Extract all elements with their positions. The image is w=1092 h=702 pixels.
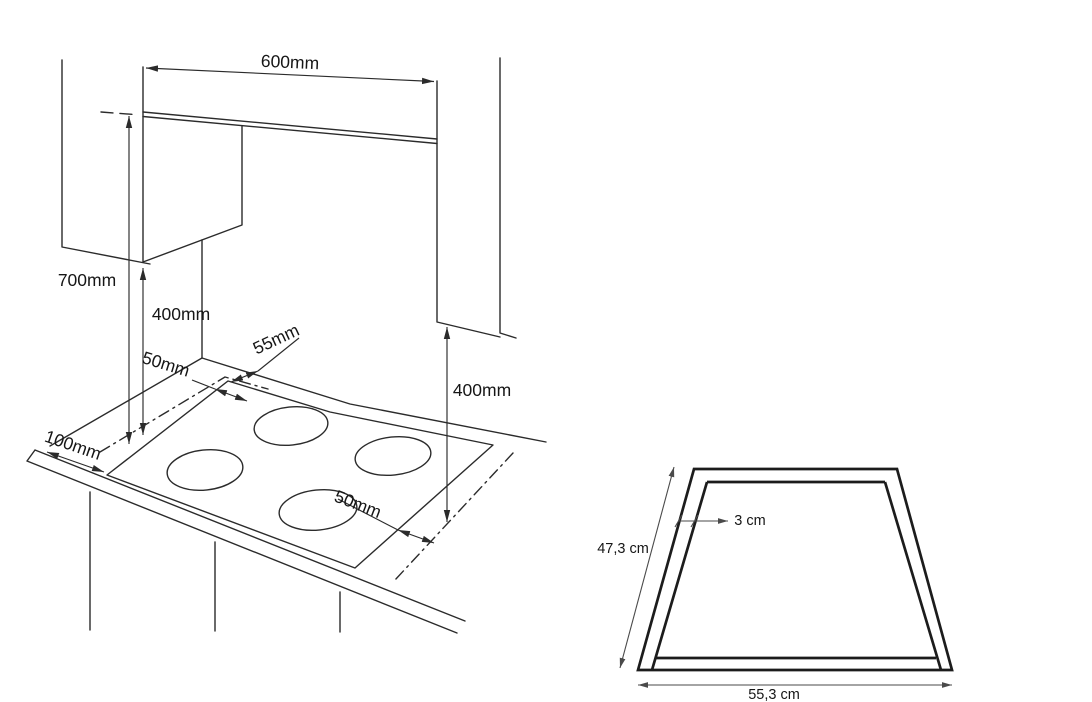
cutout-inner-edge: [650, 480, 943, 671]
right-cabinet: [436, 57, 517, 339]
hob-outline: [106, 380, 494, 569]
dim-label-400mm-right: 400mm: [453, 380, 511, 400]
left-side-wall: [61, 59, 151, 265]
dim-line-55mm: [230, 370, 259, 383]
cutout-diagram: 47,3 cm 3 cm 55,3 cm: [597, 466, 954, 702]
dim-line-100mm: [46, 451, 105, 473]
wall-rail: [142, 111, 438, 145]
dim-label-400mm-left: 400mm: [152, 304, 210, 324]
hood-level-dashed-line: [100, 111, 135, 116]
base-cabinet-joints: [89, 491, 341, 633]
dim-label-600mm: 600mm: [260, 51, 319, 74]
dim-label-47-3cm: 47,3 cm: [597, 541, 649, 557]
worktop-front-edge: [26, 449, 466, 634]
burner-right: [354, 435, 432, 477]
dim-label-100mm: 100mm: [42, 426, 104, 464]
dim-label-55mm: 55mm: [250, 320, 303, 359]
installation-diagram: 600mm 700mm 400mm 55mm 50mm 100mm 50mm 4…: [26, 51, 547, 634]
dim-label-55-3cm: 55,3 cm: [748, 687, 800, 702]
dim-line-50mm-side: [397, 529, 435, 544]
dim-line-50mm-rear: [214, 388, 248, 402]
dim-ticks-3cm: [674, 514, 699, 528]
dim-leader-50mm-rear: [191, 379, 216, 390]
dim-label-50mm-side: 50mm: [332, 486, 385, 522]
burner-back-left: [166, 449, 244, 491]
dim-line-600mm: [145, 65, 435, 85]
dim-leader-55mm: [257, 337, 300, 372]
dim-leader-50mm-side: [337, 498, 399, 531]
dim-label-50mm-rear: 50mm: [140, 347, 192, 380]
burner-front: [278, 488, 358, 532]
dim-label-3cm: 3 cm: [734, 513, 765, 529]
cutout-dashed-right: [394, 452, 514, 581]
cutout-outer-edge: [636, 467, 954, 672]
dim-label-700mm: 700mm: [58, 270, 116, 290]
burner-back-center: [253, 406, 329, 446]
dim-line-47-3cm: [619, 466, 675, 669]
left-cabinet: [142, 125, 243, 263]
